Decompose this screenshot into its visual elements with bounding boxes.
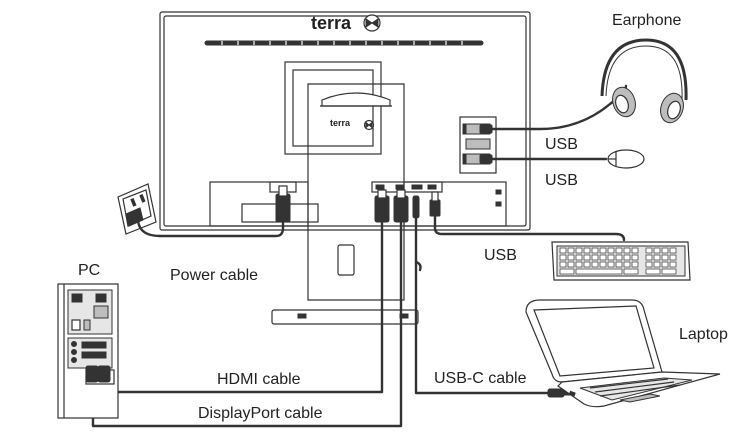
brand-emblem-icon [363,14,381,32]
brand-logo: terra [311,13,352,33]
lock-slot-icon [495,189,502,195]
pc-tower-icon [57,283,119,419]
usbc-cable-label: USB-C cable [434,370,527,387]
monitor-rear [159,11,531,325]
pc-displayport-port-icon [85,365,99,383]
vent-strip [204,40,484,46]
brand-emblem-small-icon [363,119,375,131]
side-usb-hub [459,116,497,174]
brand-logo-small: terra [330,118,351,128]
displayport-cable-label: DisplayPort cable [198,405,323,422]
earphone-label: Earphone [612,12,682,29]
cable-holder [337,244,355,276]
power-cable-label: Power cable [170,267,259,284]
io-port-panel [371,181,443,193]
usbc-connector-icon [412,195,420,219]
usb-mouse-label: USB [545,172,578,189]
usb-earphone-cable-line [488,84,628,131]
usb-upstream-connector-icon [429,199,441,217]
pc-hdmi-port-icon [97,365,111,383]
hdmi-cable-line [102,220,384,394]
laptop-icon [525,299,721,408]
usbc-cable-line [414,216,550,395]
stand-base [271,309,419,325]
laptop-label: Laptop [679,326,728,343]
pc-label: PC [78,262,101,279]
power-connector-icon [275,193,291,223]
usb-keyboard-label: USB [484,247,517,264]
hdmi-connector-icon [374,195,390,223]
usb-keyboard-cable-line [433,214,626,242]
wall-outlet [117,183,162,238]
usbc-plug-icon [547,388,565,398]
displayport-connector-icon [393,195,409,223]
keyboard-icon [551,241,691,281]
earphone-icon [600,38,688,124]
usb-earphone-label: USB [545,136,578,153]
power-cable-line [158,220,285,238]
mouse-icon [607,149,645,169]
hdmi-cable-label: HDMI cable [217,371,301,388]
